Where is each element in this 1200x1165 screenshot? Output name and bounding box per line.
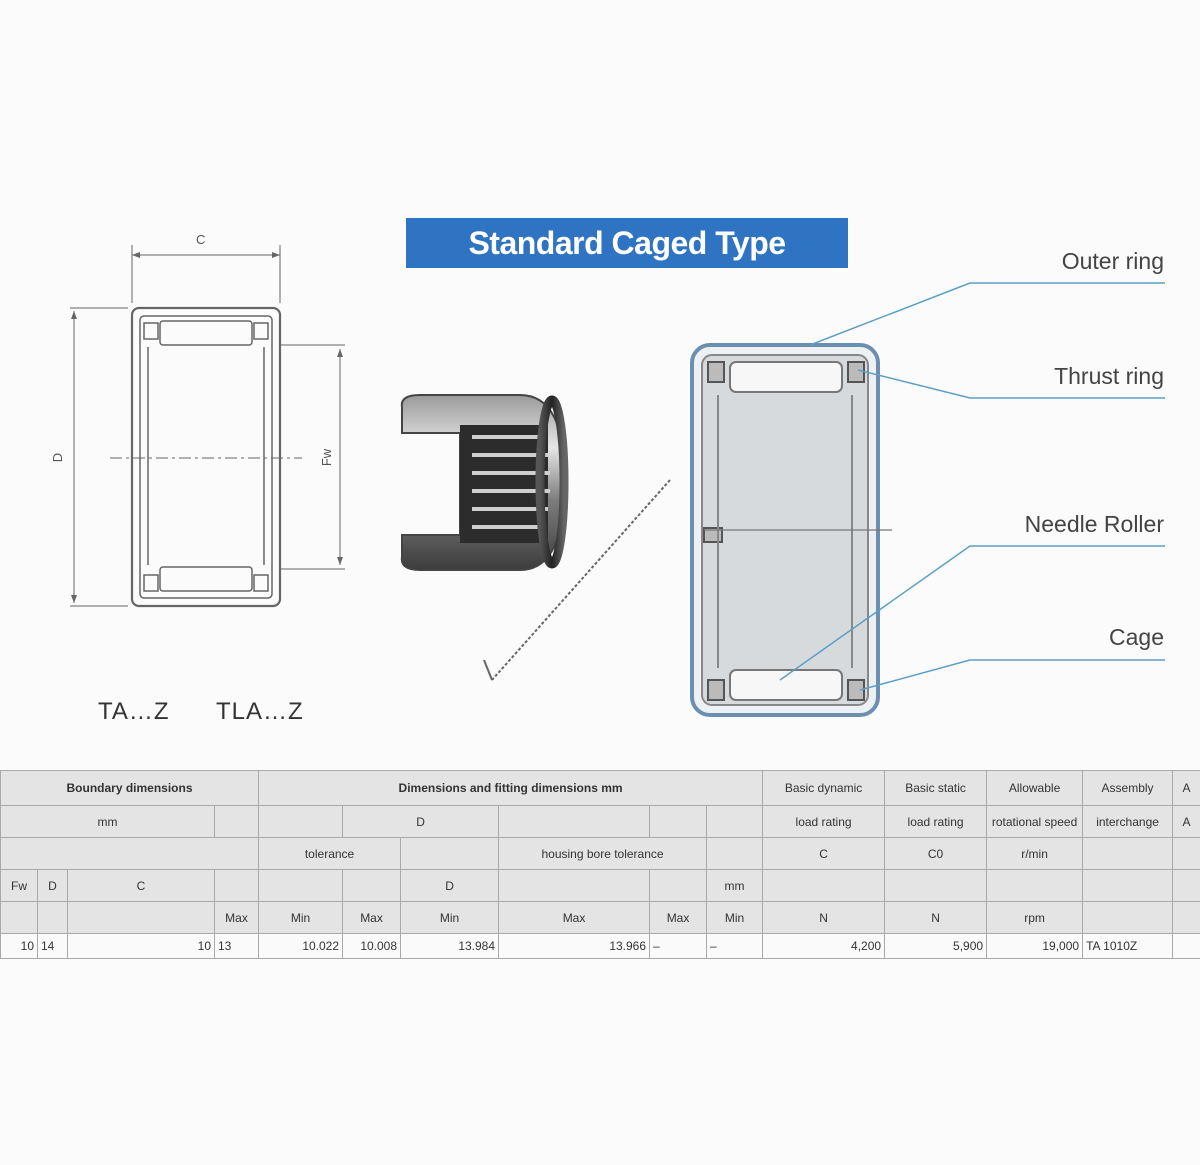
model-label-tla: TLA…Z <box>216 698 304 725</box>
cell-part: TA 1010Z <box>1082 933 1174 959</box>
hdr-c4: Assembly <box>1082 770 1174 806</box>
hdr5-max1: Max <box>213 901 260 934</box>
header-row-5: Max Min Max Min Max Max Min N N rpm <box>0 901 1200 934</box>
hdr5-n: N <box>762 901 886 934</box>
cell-fw: 10 <box>0 933 38 959</box>
cage-tl <box>143 322 159 340</box>
section-drawing <box>70 245 345 608</box>
hdr4-mm: mm <box>706 869 764 902</box>
header-row-1: Boundary dimensions Dimensions and fitti… <box>0 770 1200 806</box>
cell-max2: 13.984 <box>400 933 500 959</box>
hdr-c1: Basic dynamic <box>762 770 886 806</box>
hdr3-c1: C <box>762 837 886 870</box>
cell-min2: 13.966 <box>498 933 651 959</box>
hdr4-d2: D <box>400 869 500 902</box>
hdr-shaft-tol: housing bore tolerance <box>498 837 708 870</box>
hdr-d: D <box>342 805 500 838</box>
hdr4-fw: Fw <box>0 869 38 902</box>
roller-top <box>159 320 253 346</box>
callout-outer-ring: Outer ring <box>1061 248 1164 274</box>
callout-needle-roller: Needle Roller <box>1024 511 1164 537</box>
roller-bottom <box>159 566 253 592</box>
labeled-section <box>690 282 1165 717</box>
hdr4-c: C <box>67 869 215 902</box>
callout-thrust-ring: Thrust ring <box>1054 363 1164 389</box>
cell-speed: 19,000 <box>986 933 1084 959</box>
cell-min1: 10.008 <box>342 933 402 959</box>
hdr-boundary: Boundary dimensions <box>0 770 260 806</box>
hdr2-c5: A <box>1172 805 1200 838</box>
hdr5-max2: Max <box>342 901 402 934</box>
model-label-ta: TA…Z <box>98 698 170 725</box>
hdr4-d: D <box>37 869 68 902</box>
spec-table: Boundary dimensions Dimensions and fitti… <box>0 770 1200 959</box>
hdr5-min3: Min <box>706 901 764 934</box>
section-arrow <box>483 479 671 681</box>
title-banner: Standard Caged Type <box>406 218 848 268</box>
outer-shell <box>130 306 282 608</box>
hdr2-c3: rotational speed <box>986 805 1084 838</box>
hdr3-c2: C0 <box>884 837 988 870</box>
dim-width-letter: C <box>196 232 206 247</box>
inner-shell <box>139 315 273 599</box>
cell-max1: 10.022 <box>258 933 344 959</box>
leader-outer-ring <box>809 282 1165 346</box>
header-row-2: mm D load rating load rating rotational … <box>0 805 1200 838</box>
cage-br <box>253 574 269 592</box>
diagram-title: Standard Caged Type <box>468 224 786 261</box>
hdr5-max4: Max <box>649 901 708 934</box>
header-row-4: Fw D C D mm <box>0 869 1200 902</box>
hdr5-min1: Min <box>258 901 344 934</box>
hdr-min-tol: tolerance <box>258 837 402 870</box>
hdr-c2: Basic static <box>884 770 988 806</box>
hdr-c3: Allowable <box>986 770 1084 806</box>
cell-d2: 13 <box>213 933 260 959</box>
cell-d: 14 <box>37 933 68 959</box>
hdr-mounting: Dimensions and fitting dimensions mm <box>258 770 764 806</box>
hdr-c5: A <box>1172 770 1200 806</box>
bearing-illustration <box>400 394 569 571</box>
cell-dynamic: 4,200 <box>762 933 886 959</box>
dim-outer-letter: D <box>50 452 66 463</box>
hdr5-rpm: rpm <box>986 901 1084 934</box>
leader-thrust-ring <box>857 369 1165 399</box>
hdr2-c1: load rating <box>762 805 886 838</box>
hdr-mm: mm <box>0 805 215 838</box>
dim-inner-letter: Fw <box>319 448 335 467</box>
cell-max4: – <box>706 933 764 959</box>
leader-needle-roller <box>779 545 1165 681</box>
cell-max3: – <box>649 933 708 959</box>
hdr5-max3: Max <box>498 901 651 934</box>
callout-cage: Cage <box>1109 624 1164 650</box>
hdr2-c4: interchange <box>1082 805 1174 838</box>
leader-cage <box>859 659 1165 691</box>
cage-tr <box>253 322 269 340</box>
cage-bl <box>143 574 159 592</box>
cell-c: 10 <box>67 933 215 959</box>
hdr3-c3: r/min <box>986 837 1084 870</box>
hdr5-min2: Min <box>400 901 500 934</box>
table-row: 10 14 10 13 10.022 10.008 13.984 13.966 … <box>0 933 1200 959</box>
hdr2-c2: load rating <box>884 805 988 838</box>
cell-static: 5,900 <box>884 933 988 959</box>
header-row-3: tolerance housing bore tolerance C C0 r/… <box>0 837 1200 870</box>
hdr5-kn: N <box>884 901 988 934</box>
